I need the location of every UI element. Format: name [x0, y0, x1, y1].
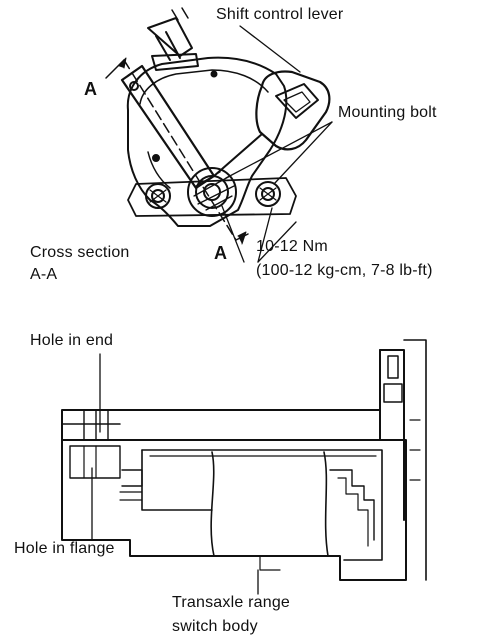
torque-spec-line1: 10-12 Nm: [256, 238, 328, 255]
hole-in-flange-label: Hole in flange: [14, 540, 115, 557]
section-line-a-a: [105, 57, 249, 245]
mounting-bolt-label: Mounting bolt: [338, 104, 437, 121]
top-assembly-drawing: [120, 7, 331, 227]
torque-spec-line2: (100-12 kg-cm, 7-8 lb-ft): [256, 262, 433, 279]
switch-body-label-line2: switch body: [172, 618, 258, 635]
hole-in-end-label: Hole in end: [30, 332, 114, 349]
cross-section-label-line1: Cross section: [30, 244, 130, 261]
bottom-assembly-drawing: [61, 339, 427, 581]
section-marker-top: A: [84, 79, 98, 99]
cross-section-label-line2: A-A: [30, 266, 58, 283]
switch-body-label-line1: Transaxle range: [172, 594, 291, 611]
section-marker-bottom: A: [214, 243, 228, 263]
shift-control-lever-label: Shift control lever: [216, 6, 344, 23]
bottom-leader-lines: [91, 353, 259, 595]
top-leader-lines: [221, 25, 333, 263]
